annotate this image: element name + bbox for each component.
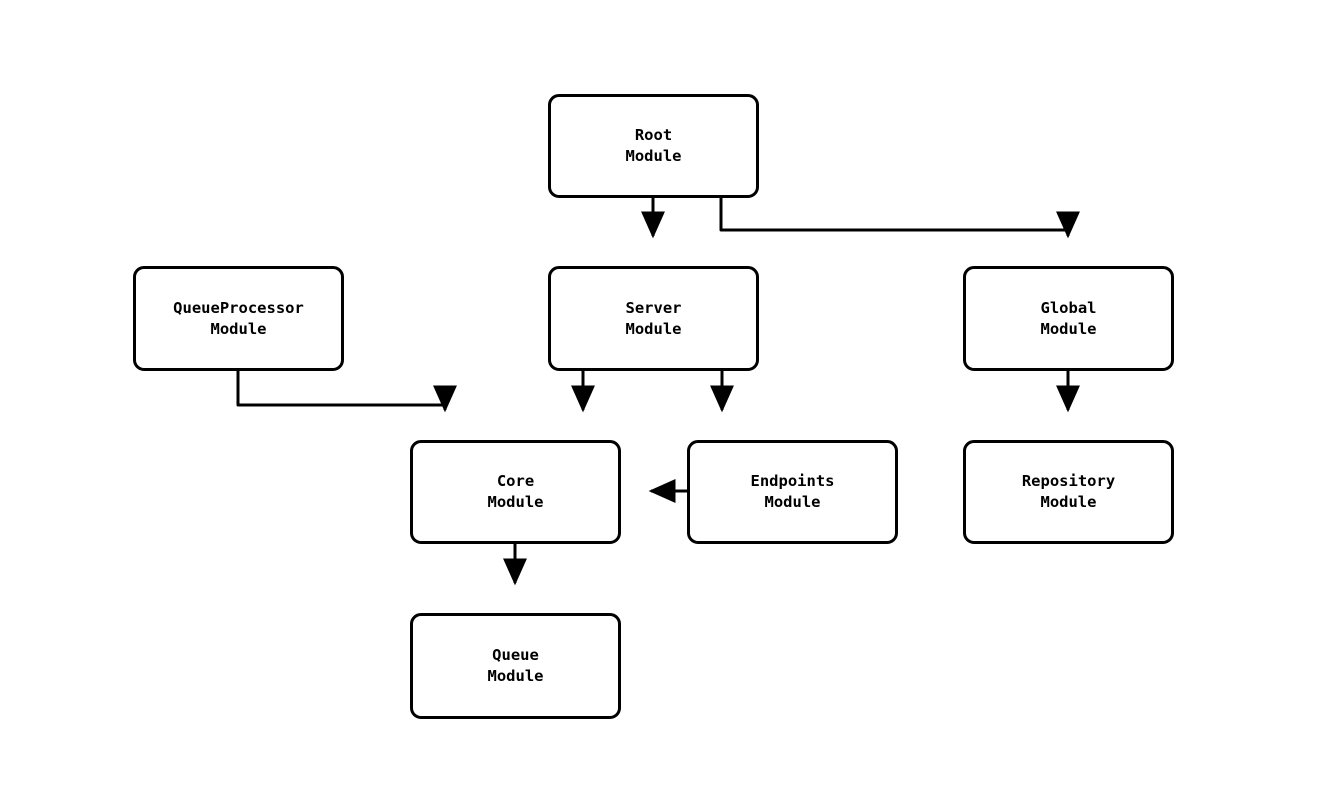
node-queue[interactable]: Queue Module bbox=[410, 613, 621, 719]
node-queueprocessor-label: QueueProcessor Module bbox=[173, 298, 304, 340]
node-endpoints-line2: Module bbox=[764, 493, 821, 511]
node-repository-line2: Module bbox=[1040, 493, 1097, 511]
node-global-line1: Global bbox=[1040, 298, 1097, 317]
node-core[interactable]: Core Module bbox=[410, 440, 621, 544]
node-queue-line1: Queue bbox=[492, 646, 539, 664]
node-global[interactable]: Global Module bbox=[963, 266, 1174, 371]
edge-root-to-global bbox=[719, 198, 1080, 239]
node-core-label: Core Module bbox=[488, 471, 544, 513]
node-global-line2: Module bbox=[1040, 319, 1097, 338]
node-endpoints-label: Endpoints Module bbox=[751, 471, 835, 513]
node-server[interactable]: Server Module bbox=[548, 266, 759, 371]
node-endpoints-line1: Endpoints bbox=[750, 472, 835, 490]
node-core-line2: Module bbox=[487, 493, 544, 511]
node-endpoints[interactable]: Endpoints Module bbox=[687, 440, 898, 544]
node-server-line2: Module bbox=[625, 319, 682, 338]
node-root[interactable]: Root Module bbox=[548, 94, 759, 198]
node-root-line2: Module bbox=[625, 147, 682, 165]
node-queueprocessor-line2: Module bbox=[210, 319, 267, 338]
node-repository-label: Repository Module bbox=[1022, 471, 1115, 513]
node-server-label: Server Module bbox=[626, 298, 682, 340]
edge-queueprocessor-to-core bbox=[236, 371, 457, 413]
node-repository[interactable]: Repository Module bbox=[963, 440, 1174, 544]
node-repository-line1: Repository bbox=[1021, 472, 1116, 490]
node-global-label: Global Module bbox=[1041, 298, 1097, 340]
node-server-line1: Server bbox=[625, 298, 682, 317]
node-queue-line2: Module bbox=[487, 667, 544, 685]
node-queue-label: Queue Module bbox=[488, 645, 544, 687]
node-core-line1: Core bbox=[496, 472, 535, 490]
node-queueprocessor[interactable]: QueueProcessor Module bbox=[133, 266, 344, 371]
node-root-line1: Root bbox=[634, 126, 673, 144]
node-root-label: Root Module bbox=[626, 125, 682, 167]
node-queueprocessor-line1: QueueProcessor bbox=[173, 298, 304, 317]
